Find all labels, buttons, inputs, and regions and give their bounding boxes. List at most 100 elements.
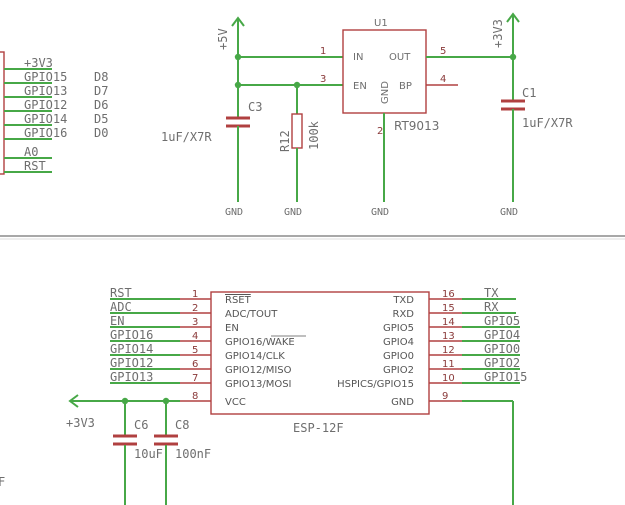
gnd-label-regulator: GND [371,207,389,218]
regulator-ref: U1 [374,18,388,29]
net-label-rst: RST [110,286,132,300]
header-connector-body [0,51,5,175]
esp-pin-name-gnd: GND [391,397,414,408]
esp-right-nets [462,298,520,505]
r12-ref: R12 [278,130,292,152]
esp-pin-num-7: 7 [192,373,198,384]
esp-module-name: ESP-12F [293,421,344,435]
esp-pin-num-11: 11 [442,359,455,370]
header-label-3v3: +3V3 [24,56,53,70]
r12-value: 100k [307,120,321,150]
header-alias-d0: D0 [94,126,108,140]
header-label-gpio13: GPIO13 [24,84,67,98]
esp-pin-num-1: 1 [192,289,198,300]
esp-pin-num-14: 14 [442,317,455,328]
esp-pin-name-gpio5: GPIO5 [383,323,414,334]
c1-ref: C1 [522,86,536,100]
header-alias-d6: D6 [94,98,108,112]
esp-left-nets [110,298,180,384]
esp-pin-num-16: 16 [442,289,455,300]
net-label-gpio15: GPIO15 [484,370,527,384]
regulator-part: RT9013 [394,119,439,133]
esp-pin-name-vcc: VCC [225,397,246,408]
supply-5v-arrow-icon [231,16,245,27]
esp-pin-name-rset: RSET [225,295,252,306]
gnd-label-r12: GND [284,207,302,218]
gnd-label-c3: GND [225,207,243,218]
net-label-gpio12: GPIO12 [110,356,153,370]
c8-value: 100nF [175,447,211,461]
header-label-gpio16: GPIO16 [24,126,67,140]
regulator-pin-num-3: 3 [320,74,326,85]
header-label-gpio15: GPIO15 [24,70,67,84]
net-label-gpio16: GPIO16 [110,328,153,342]
c3-value: 1uF/X7R [161,130,212,144]
r12-body [291,113,303,149]
esp-pin-num-6: 6 [192,359,198,370]
supply-3v3-label: +3V3 [491,19,505,48]
header-label-a0: A0 [24,145,38,159]
junction-in [234,53,242,61]
supply-3v3-arrow-icon [506,12,520,23]
regulator-pin-num-1: 1 [320,46,326,57]
esp-pin-name-gpio12: GPIO12/MISO [225,365,292,376]
c8-ref: C8 [175,418,189,432]
esp-pin-num-12: 12 [442,345,455,356]
net-label-gpio14: GPIO14 [110,342,153,356]
esp-pin-name-en: EN [225,323,239,334]
net-label-tx: TX [484,286,499,300]
esp-pin-num-4: 4 [192,331,198,342]
esp-module-body [210,291,430,415]
esp-pin-name-gpio4: GPIO4 [383,337,414,348]
regulator-section: +5V C3 1uF/X7R GND R12 100k GND U1 IN OU… [161,12,573,218]
junction-en [234,81,242,89]
left-header: +3V3 GPIO15 GPIO13 GPIO12 GPIO14 GPIO16 … [0,51,108,175]
c3-ref: C3 [248,100,262,114]
net-label-gpio5: GPIO5 [484,314,520,328]
net-label-gpio13: GPIO13 [110,370,153,384]
net-label-gpio2: GPIO2 [484,356,520,370]
net-label-adc: ADC [110,300,132,314]
gnd-label-c1: GND [500,207,518,218]
esp-pin-num-10: 10 [442,373,455,384]
c6-value: 10uF [134,447,163,461]
esp-left-leads [180,298,211,402]
esp-pin-num-8: 8 [192,391,198,402]
esp-pin-name-gpio15: HSPICS/GPIO15 [337,379,414,390]
net-label-gpio0: GPIO0 [484,342,520,356]
header-wires [4,68,52,173]
esp-pin-name-adc: ADC/TOUT [225,309,278,320]
esp-pin-num-9: 9 [442,391,448,402]
net-label-rx: RX [484,300,499,314]
regulator-pin-en: EN [353,81,367,92]
esp-pin-num-3: 3 [192,317,198,328]
esp-pin-name-gpio13: GPIO13/MOSI [225,379,292,390]
esp-pin-name-gpio0: GPIO0 [383,351,414,362]
regulator-pin-num-4: 4 [440,74,446,85]
regulator-pin-gnd: GND [380,81,391,104]
esp-pin-name-gpio2: GPIO2 [383,365,414,376]
esp-pin-name-gpio16: GPIO16/WAKE [225,337,295,348]
esp-pin-num-13: 13 [442,331,455,342]
header-alias-d7: D7 [94,84,108,98]
edge-fragment-label: F [0,475,5,489]
esp-pin-num-15: 15 [442,303,455,314]
esp-right-leads [429,298,462,402]
net-label-en: EN [110,314,124,328]
c1-value: 1uF/X7R [522,116,573,130]
header-alias-d5: D5 [94,112,108,126]
esp-pin-num-5: 5 [192,345,198,356]
regulator-pin-num-5: 5 [440,46,446,57]
regulator-pin-out: OUT [389,52,411,63]
c6-ref: C6 [134,418,148,432]
esp-pin-name-gpio14: GPIO14/CLK [225,351,285,362]
header-label-rst: RST [24,159,46,173]
supply-5v-label: +5V [216,28,230,50]
vcc-supply-label: +3V3 [66,416,95,430]
esp-pin-name-rxd: RXD [393,309,415,320]
header-alias-d8: D8 [94,70,108,84]
regulator-pin-in: IN [353,52,363,63]
esp-section: ESP-12F [0,286,527,505]
esp-pin-name-txd: TXD [392,295,414,306]
